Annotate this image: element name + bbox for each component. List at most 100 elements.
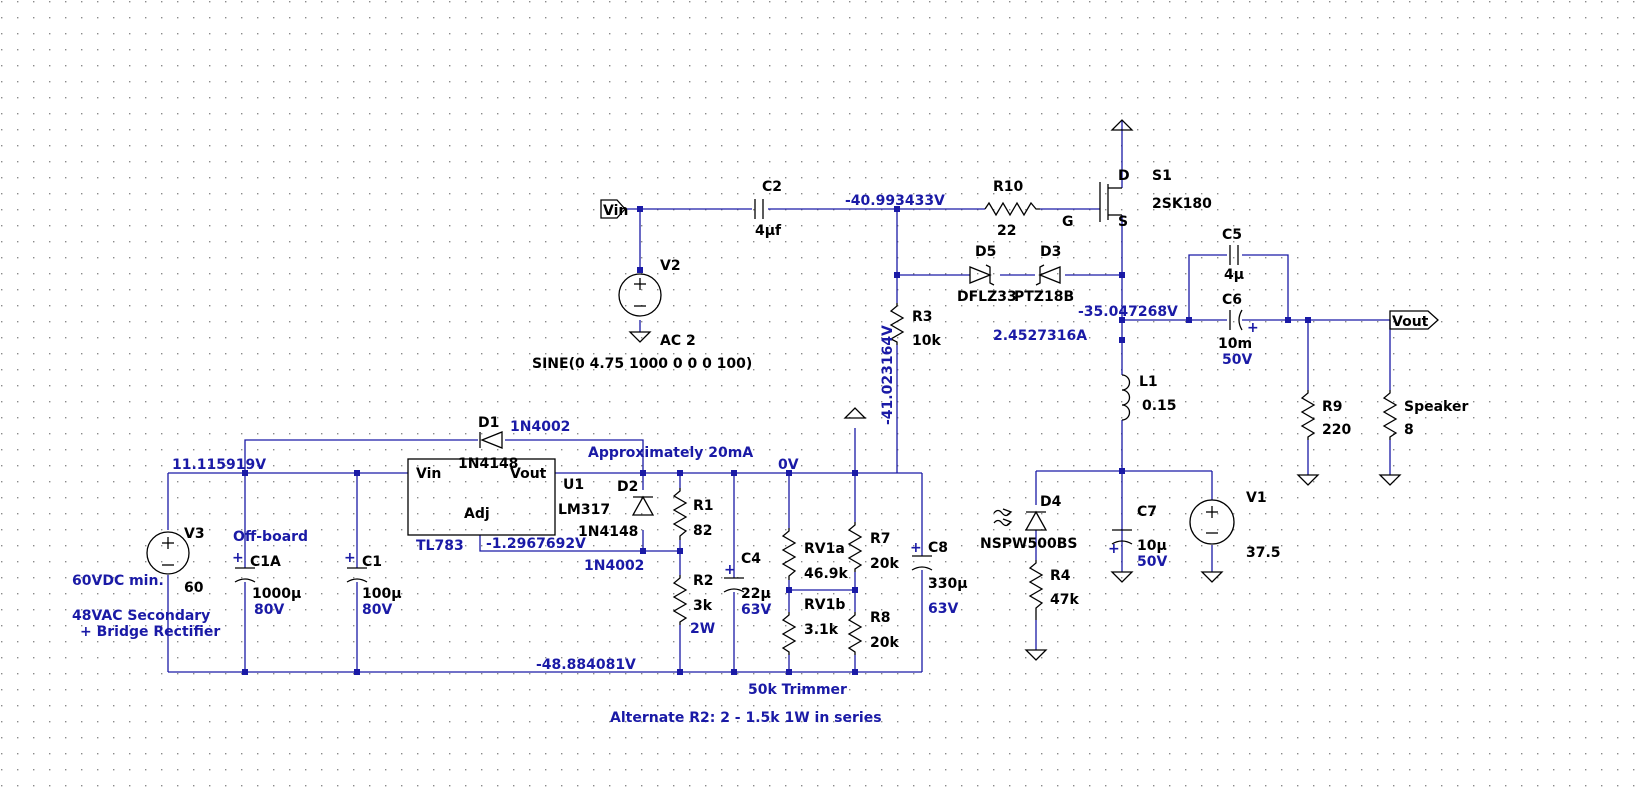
resistor-speaker[interactable]: [1382, 390, 1398, 440]
junction: [1119, 272, 1125, 278]
junction: [852, 470, 858, 476]
c1-rating: 80V: [362, 602, 392, 618]
diode-d2[interactable]: [631, 495, 655, 516]
d5-name: D5: [975, 244, 996, 260]
supply-arrow-icon: [1110, 119, 1134, 131]
r2-rating: 2W: [690, 621, 715, 637]
junction: [1119, 317, 1125, 323]
inductor-l1[interactable]: [1121, 374, 1131, 421]
note-v3-src-2: + Bridge Rectifier: [80, 624, 220, 640]
d4-part: NSPW500BS: [980, 536, 1077, 552]
note-v3-src-1: 48VAC Secondary: [72, 608, 210, 624]
r3-value: 10k: [912, 333, 941, 349]
speaker-value: 8: [1404, 422, 1414, 438]
v2-value: AC 2: [660, 333, 696, 349]
junction: [852, 587, 858, 593]
junction: [1186, 317, 1192, 323]
s1-source-pin: S: [1118, 214, 1128, 230]
d1-name: D1: [478, 415, 499, 431]
diode-d1[interactable]: [479, 431, 503, 449]
r1-value: 82: [693, 523, 712, 539]
junction: [677, 669, 683, 675]
capacitor-c1a[interactable]: [234, 567, 256, 583]
junction: [637, 267, 643, 273]
resistor-r2[interactable]: [672, 575, 688, 625]
voltage-source-v3[interactable]: [146, 531, 190, 575]
r4-name: R4: [1050, 568, 1071, 584]
rv1b-value: 3.1k: [804, 622, 839, 638]
r4-value: 47k: [1050, 592, 1079, 608]
capacitor-c4[interactable]: [723, 577, 745, 593]
junction: [677, 548, 683, 554]
capacitor-c7[interactable]: [1111, 529, 1133, 545]
wires: [167, 120, 1391, 673]
resistor-rv1a[interactable]: [781, 528, 797, 580]
junction: [1285, 317, 1291, 323]
probe-source-current: 2.4527316A: [993, 328, 1087, 344]
c1a-polarity-icon: +: [232, 550, 244, 566]
u1-pin-vout: Vout: [510, 466, 547, 482]
voltage-source-v2[interactable]: [618, 273, 662, 317]
probe-zero-node: 0V: [778, 457, 799, 473]
zener-d3[interactable]: [1035, 264, 1061, 286]
v1-name: V1: [1246, 490, 1267, 506]
resistor-r9[interactable]: [1300, 390, 1316, 440]
c1a-rating: 80V: [254, 602, 284, 618]
capacitor-c1[interactable]: [346, 567, 368, 583]
regulator-u1[interactable]: [407, 458, 556, 536]
c7-polarity-icon: +: [1108, 541, 1120, 557]
ground-icon: [628, 331, 652, 343]
capacitor-c6[interactable]: [1229, 309, 1243, 331]
vin-port[interactable]: Vin: [600, 199, 628, 219]
junction: [852, 669, 858, 675]
vin-label: Vin: [603, 203, 628, 219]
resistor-r10[interactable]: [984, 201, 1040, 217]
c7-rating: 50V: [1137, 554, 1167, 570]
led-d4[interactable]: [993, 508, 1048, 531]
resistor-r3[interactable]: [889, 303, 905, 345]
d3-name: D3: [1040, 244, 1061, 260]
c1-value: 100µ: [362, 586, 402, 602]
c6-name: C6: [1222, 292, 1242, 308]
ground-icon: [1200, 571, 1224, 583]
c6-rating: 50V: [1222, 352, 1252, 368]
supply-arrow-icon: [843, 407, 867, 419]
ground-icon: [1378, 474, 1402, 486]
vout-port[interactable]: Vout: [1389, 310, 1439, 330]
r10-name: R10: [993, 179, 1024, 195]
voltage-source-v1[interactable]: [1189, 499, 1235, 545]
d4-name: D4: [1040, 494, 1062, 510]
d5-part: DFLZ33: [957, 289, 1017, 305]
vout-label: Vout: [1392, 314, 1429, 330]
junction: [354, 669, 360, 675]
r2-value: 3k: [693, 598, 713, 614]
c7-value: 10µ: [1137, 538, 1167, 554]
d2-name: D2: [617, 479, 638, 495]
capacitor-c8[interactable]: [911, 555, 933, 571]
capacitor-c5[interactable]: [1229, 245, 1239, 265]
zener-d5[interactable]: [969, 264, 995, 286]
s1-gate-pin: G: [1062, 214, 1074, 230]
capacitor-c2[interactable]: [754, 199, 764, 219]
c2-name: C2: [762, 179, 782, 195]
probe-negative-rail: -48.884081V: [536, 657, 636, 673]
c5-name: C5: [1222, 227, 1242, 243]
c1-name: C1: [362, 554, 382, 570]
resistor-r8[interactable]: [847, 612, 863, 655]
mosfet-s1[interactable]: [1099, 182, 1122, 222]
resistor-rv1b[interactable]: [781, 612, 797, 655]
r8-name: R8: [870, 610, 891, 626]
junction: [1305, 317, 1311, 323]
junction: [637, 206, 643, 212]
resistor-r7[interactable]: [847, 522, 863, 572]
c1a-name: C1A: [250, 554, 281, 570]
resistor-r1[interactable]: [672, 488, 688, 540]
c8-name: C8: [928, 540, 948, 556]
c4-rating: 63V: [741, 602, 771, 618]
r3-name: R3: [912, 309, 933, 325]
l1-name: L1: [1139, 374, 1158, 390]
note-current: Approximately 20mA: [588, 445, 753, 461]
resistor-r4[interactable]: [1028, 560, 1044, 620]
probe-reg-in: 11.115919V: [172, 457, 266, 473]
